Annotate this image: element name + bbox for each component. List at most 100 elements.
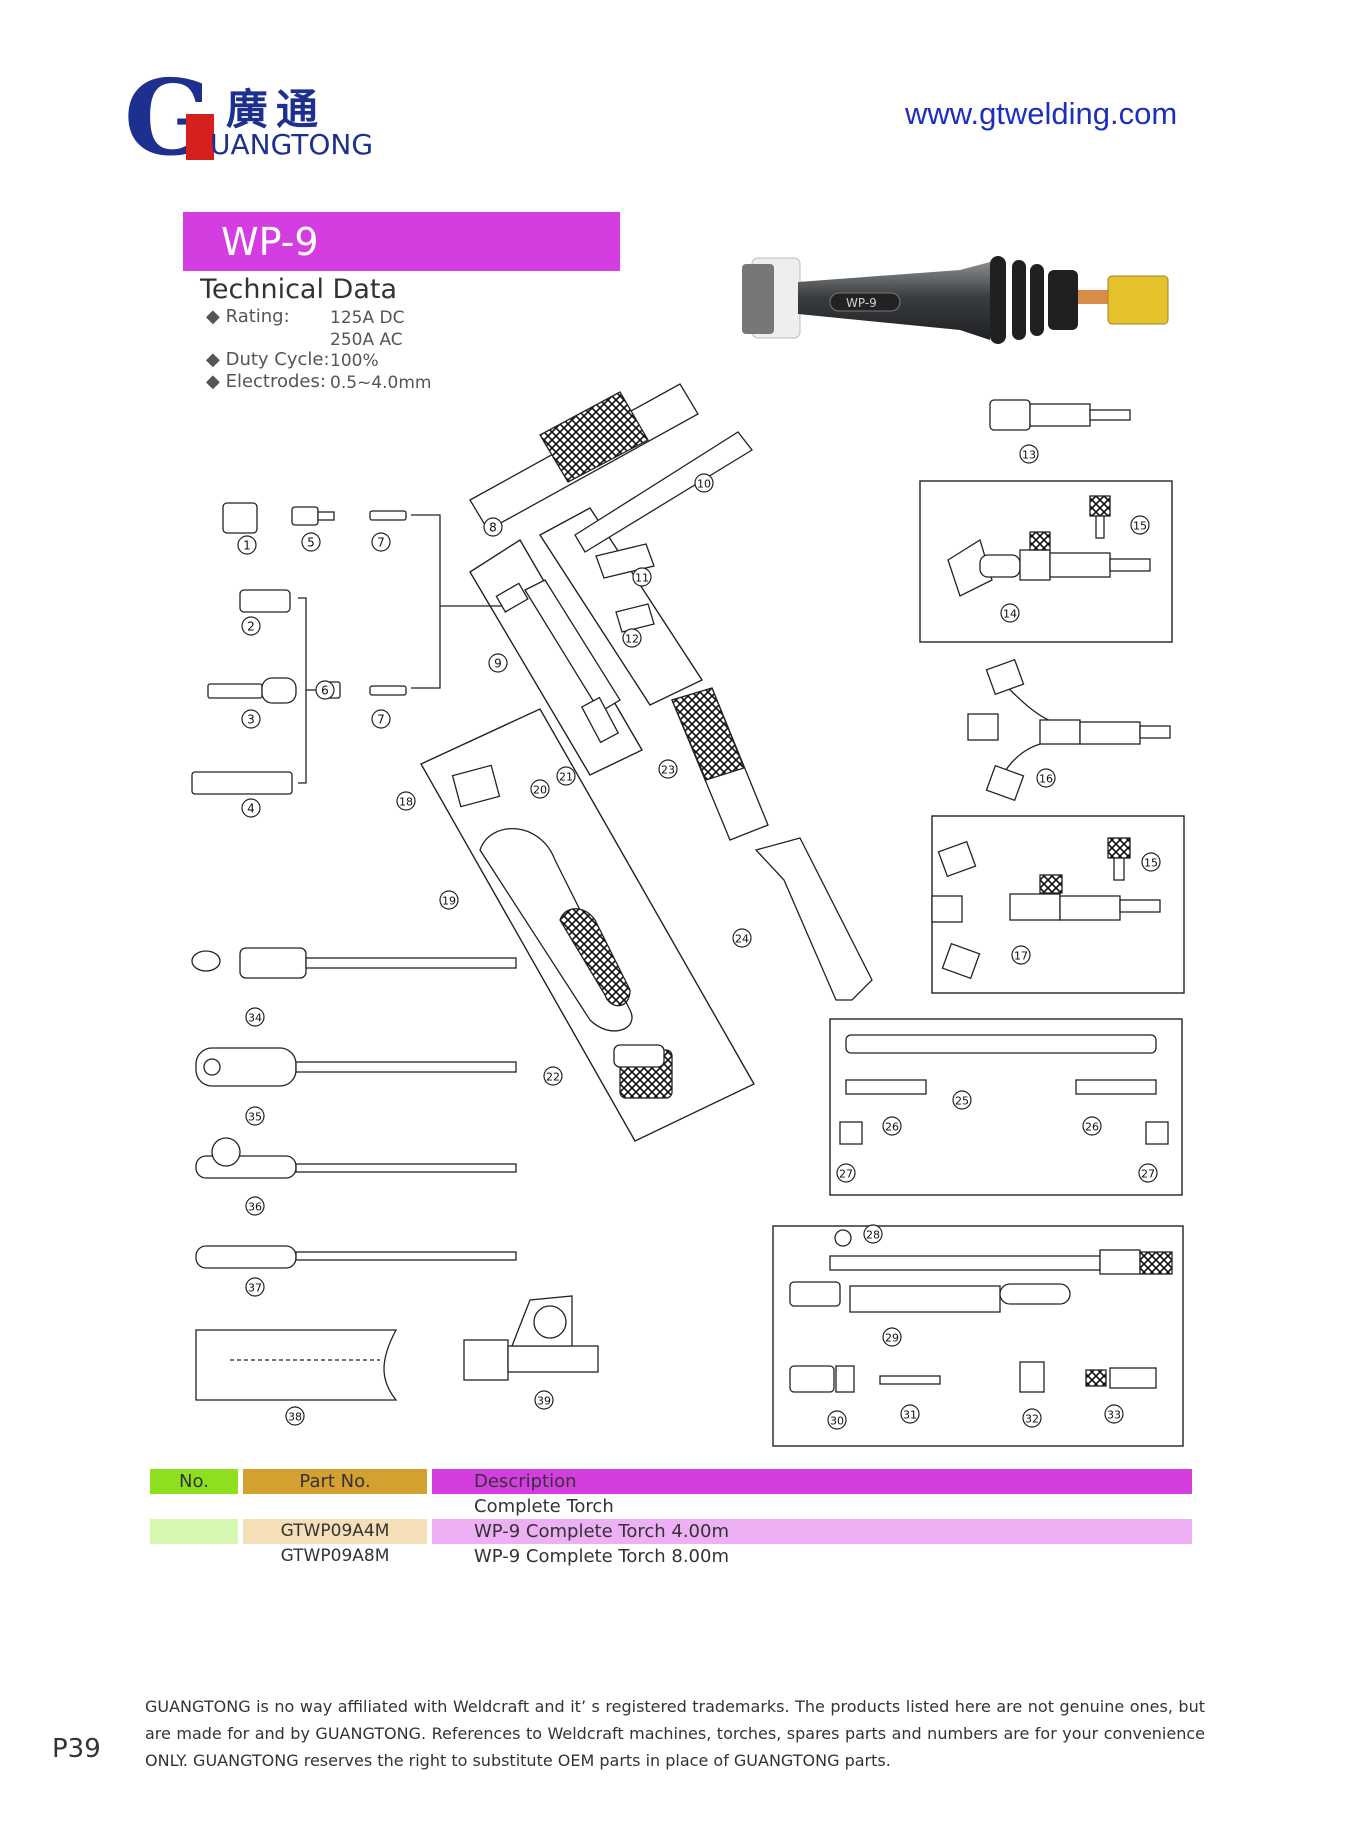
callout-number: 5	[307, 536, 315, 550]
callout-number: 38	[288, 1411, 302, 1424]
callout-circle	[241, 798, 261, 818]
spec-electrodes-label: ◆ Electrodes:	[206, 371, 326, 392]
callout-circle	[882, 1116, 902, 1136]
callout-number: 32	[1025, 1413, 1039, 1426]
technical-data-heading: Technical Data	[200, 274, 398, 305]
callout-circle	[1022, 1408, 1042, 1428]
table-header-desc: Description	[432, 1469, 1192, 1494]
table-row-part	[243, 1494, 427, 1519]
callout-circle	[556, 766, 576, 786]
table-row-desc: WP-9 Complete Torch 8.00m	[474, 1546, 729, 1567]
table-row-part: GTWP09A4M	[243, 1519, 427, 1544]
callout-number: 10	[697, 478, 711, 491]
callout-number: 15	[1133, 520, 1147, 533]
callout-circle	[1000, 603, 1020, 623]
spec-duty-label: ◆ Duty Cycle:	[206, 349, 330, 370]
callout-number: 30	[830, 1415, 844, 1428]
callout-circle	[483, 517, 503, 537]
callout-circle	[827, 1410, 847, 1430]
callout-number: 14	[1003, 608, 1017, 621]
callout-number: 29	[885, 1332, 899, 1345]
callout-number: 37	[248, 1282, 262, 1295]
callout-circle	[1011, 945, 1031, 965]
callout-circle	[315, 680, 335, 700]
callout-circle	[371, 709, 391, 729]
callout-number: 31	[903, 1409, 917, 1422]
callout-number: 24	[735, 933, 749, 946]
callout-number: 27	[839, 1168, 853, 1181]
logo-english: UANGTONG	[210, 128, 374, 161]
callout-number: 6	[321, 684, 329, 698]
callout-circle	[1019, 444, 1039, 464]
callout-circle	[488, 653, 508, 673]
callout-circle	[245, 1196, 265, 1216]
callout-number: 39	[537, 1395, 551, 1408]
table-row-desc: WP-9 Complete Torch 4.00m	[432, 1519, 1192, 1544]
callout-circle	[732, 928, 752, 948]
callout-number: 34	[248, 1012, 262, 1025]
table-row-part: GTWP09A8M	[280, 1546, 390, 1566]
callout-number: 7	[377, 713, 385, 727]
callout-circle	[245, 1007, 265, 1027]
callout-number: 11	[635, 572, 649, 585]
callout-circle	[836, 1163, 856, 1183]
callout-number: 15	[1144, 857, 1158, 870]
callout-number: 26	[1085, 1121, 1099, 1134]
callout-circle	[1141, 852, 1161, 872]
table-header-no: No.	[150, 1469, 238, 1494]
callout-circle	[658, 759, 678, 779]
callout-circle	[694, 473, 714, 493]
spec-duty-value: 100%	[330, 351, 379, 371]
callout-circle	[245, 1106, 265, 1126]
website-link[interactable]: www.gtwelding.com	[905, 96, 1178, 131]
callout-number: 8	[489, 521, 497, 535]
callout-circle	[396, 791, 416, 811]
callout-number: 7	[377, 536, 385, 550]
callout-circle	[245, 1277, 265, 1297]
disclaimer-text: GUANGTONG is no way affiliated with Weld…	[145, 1697, 1205, 1770]
page-number: P39	[52, 1734, 101, 1764]
callout-circle	[882, 1327, 902, 1347]
callout-circle	[1130, 515, 1150, 535]
callout-number: 13	[1022, 449, 1036, 462]
callout-number: 23	[661, 764, 675, 777]
callout-circle	[1082, 1116, 1102, 1136]
callout-circle	[632, 567, 652, 587]
callout-number: 19	[442, 895, 456, 908]
callout-number: 26	[885, 1121, 899, 1134]
spec-electrodes-value: 0.5~4.0mm	[330, 373, 432, 393]
callout-number: 35	[248, 1111, 262, 1124]
model-title: WP-9	[221, 220, 319, 264]
callout-number: 20	[533, 784, 547, 797]
callout-circle	[534, 1390, 554, 1410]
callout-circle	[530, 779, 550, 799]
spec-rating-value-dc: 125A DC	[330, 308, 405, 328]
callout-number: 36	[248, 1201, 262, 1214]
callout-circle	[237, 535, 257, 555]
callout-number: 28	[866, 1229, 880, 1242]
callout-number: 22	[546, 1071, 560, 1084]
callout-number: 1	[243, 539, 251, 553]
callout-number: 2	[247, 620, 255, 634]
callout-number: 33	[1107, 1409, 1121, 1422]
callout-number: 9	[494, 657, 502, 671]
callout-number: 16	[1039, 773, 1053, 786]
spec-rating-value-ac: 250A AC	[330, 330, 403, 350]
callout-number: 21	[559, 771, 573, 784]
callout-number: 17	[1014, 950, 1028, 963]
logo-red-bar	[186, 114, 214, 160]
callout-circle	[241, 616, 261, 636]
model-banner: WP-9	[183, 212, 620, 271]
callout-circle	[371, 532, 391, 552]
table-row-no	[150, 1519, 238, 1544]
callout-number: 3	[247, 713, 255, 727]
callout-number: 12	[625, 633, 639, 646]
callout-circle	[285, 1406, 305, 1426]
callout-number: 4	[247, 802, 255, 816]
callout-circle	[241, 709, 261, 729]
callout-number: 27	[1141, 1168, 1155, 1181]
callout-circle	[952, 1090, 972, 1110]
callout-circle	[622, 628, 642, 648]
callout-circle	[543, 1066, 563, 1086]
